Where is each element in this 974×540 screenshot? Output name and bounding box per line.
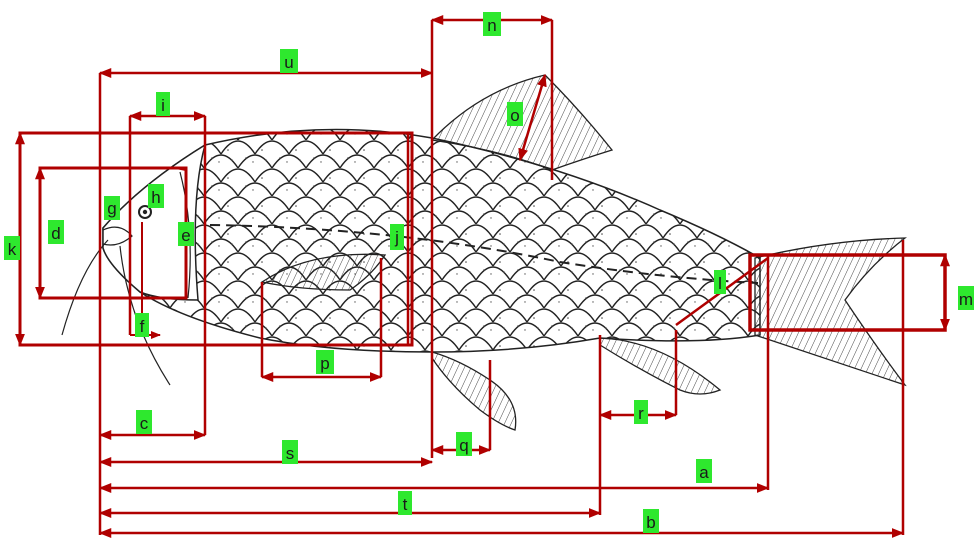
label-s: s — [282, 440, 298, 464]
label-a: a — [696, 459, 712, 483]
anal-fin — [600, 338, 720, 394]
svg-text:g: g — [107, 199, 116, 218]
label-p: p — [316, 350, 334, 374]
label-q: q — [456, 432, 472, 456]
label-l: l — [714, 270, 726, 294]
label-u: u — [280, 49, 298, 73]
svg-text:h: h — [151, 188, 160, 207]
caudal-fin — [755, 238, 905, 385]
svg-text:i: i — [161, 96, 165, 115]
svg-text:d: d — [51, 224, 60, 243]
svg-text:o: o — [510, 106, 519, 125]
svg-text:l: l — [718, 274, 722, 293]
fish-drawing — [62, 75, 905, 430]
label-j: j — [390, 224, 404, 250]
label-h: h — [148, 184, 164, 208]
label-i: i — [156, 92, 170, 116]
svg-text:p: p — [320, 354, 329, 373]
svg-text:q: q — [459, 436, 468, 455]
svg-text:n: n — [487, 16, 496, 35]
svg-text:s: s — [286, 444, 295, 463]
svg-text:u: u — [284, 53, 293, 72]
pelvic-fin — [432, 352, 516, 430]
label-c: c — [136, 410, 152, 434]
label-n: n — [483, 12, 501, 36]
label-k: k — [4, 236, 20, 260]
svg-text:r: r — [638, 404, 644, 423]
svg-text:c: c — [140, 414, 149, 433]
label-d: d — [48, 220, 64, 244]
label-e: e — [178, 222, 194, 246]
label-t: t — [398, 491, 412, 515]
svg-text:k: k — [8, 240, 17, 259]
svg-text:e: e — [181, 226, 190, 245]
label-r: r — [634, 400, 648, 424]
label-m: m — [958, 286, 974, 310]
label-b: b — [643, 509, 659, 533]
svg-text:t: t — [403, 495, 408, 514]
svg-text:a: a — [699, 463, 709, 482]
svg-text:f: f — [140, 317, 145, 336]
label-f: f — [135, 313, 149, 337]
label-o: o — [507, 102, 523, 126]
svg-text:j: j — [394, 228, 399, 247]
svg-text:b: b — [646, 513, 655, 532]
svg-text:m: m — [959, 290, 973, 309]
label-g: g — [104, 196, 120, 220]
